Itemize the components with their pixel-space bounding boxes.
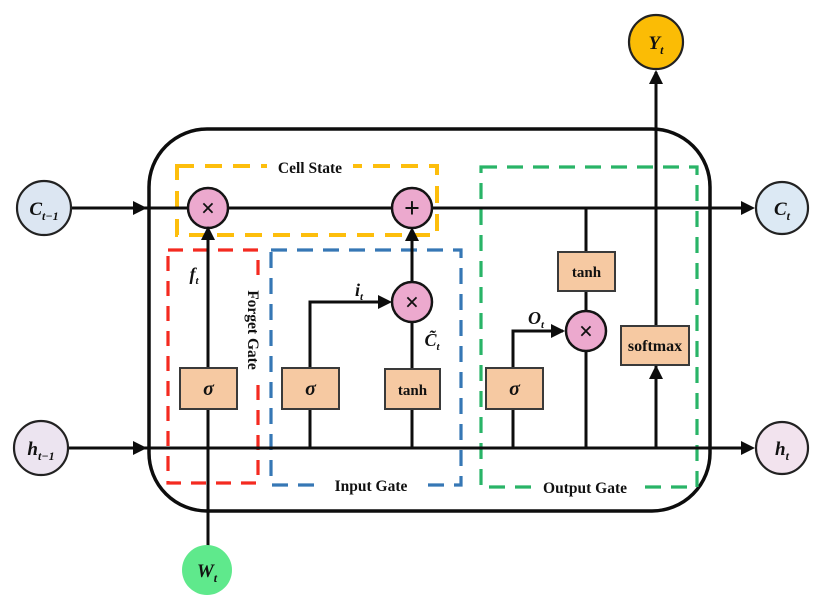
cell-state-label: Cell State xyxy=(278,160,342,177)
signal-ot-sub: t xyxy=(541,319,545,331)
h-next-base: h xyxy=(775,439,786,460)
signal-label-ctilde: C̃t xyxy=(424,330,440,353)
sigma-box-input xyxy=(281,367,340,410)
softmax-label: softmax xyxy=(628,338,682,355)
w-input-label: Wt xyxy=(197,561,218,585)
h-prev-node xyxy=(12,419,70,477)
signal-it-sub: t xyxy=(360,291,364,303)
cell-state-region xyxy=(175,164,439,237)
signal-ft-sub: t xyxy=(195,275,199,287)
c-prev-label: Ct−1 xyxy=(29,199,58,223)
arrow-candidate-add xyxy=(405,227,419,241)
w-input-base: W xyxy=(197,561,215,582)
c-next-sub: t xyxy=(787,209,791,223)
h-prev-label: ht−1 xyxy=(27,439,54,463)
arrow-hidden-in xyxy=(133,441,147,455)
h-prev-sub: t−1 xyxy=(38,449,55,463)
y-output-sub: t xyxy=(660,43,664,57)
h-next-sub: t xyxy=(786,449,790,463)
multiply-node-output xyxy=(564,309,608,353)
multiply-glyph-output: × xyxy=(579,319,593,346)
signal-label-it: it xyxy=(355,280,364,303)
forget-gate-label-mask xyxy=(242,281,264,378)
multiply-glyph-forget: × xyxy=(201,196,215,223)
y-output-base: Y xyxy=(649,33,663,54)
output-gate-region xyxy=(479,165,699,489)
signal-it-base: i xyxy=(355,280,360,300)
signal-ot-base: O xyxy=(528,308,541,328)
c-prev-sub: t−1 xyxy=(42,209,59,223)
c-prev-node xyxy=(15,179,73,237)
h-next-label: ht xyxy=(775,439,790,463)
input-gate-label-mask xyxy=(324,477,418,496)
tanh-box-input xyxy=(384,368,441,410)
sigma-box-output xyxy=(485,367,544,410)
arrow-output-multiply xyxy=(551,324,565,338)
arrow-cell-in xyxy=(133,201,147,215)
c-prev-base: C xyxy=(29,199,42,220)
c-next-label: Ct xyxy=(774,199,791,223)
w-input-node xyxy=(182,545,232,595)
sigma-label-output: σ xyxy=(509,378,521,400)
output-gate-label-mask xyxy=(531,479,639,498)
sigma-label-forget: σ xyxy=(203,378,215,400)
add-glyph-cell: + xyxy=(404,194,420,225)
arrow-input-multiply xyxy=(378,295,392,309)
arrow-into-y xyxy=(649,70,663,84)
signal-ft-base: f xyxy=(189,264,197,284)
signal-label-ot: Ot xyxy=(528,308,545,331)
tanh-label-output: tanh xyxy=(572,265,602,281)
signal-label-ft: ft xyxy=(189,264,199,287)
w-input-sub: t xyxy=(214,571,218,585)
cell-state-label-mask xyxy=(267,159,353,177)
lstm-cell-boundary xyxy=(147,127,712,513)
c-next-base: C xyxy=(774,199,787,220)
sigma-box-forget xyxy=(179,367,238,410)
output-gate-label: Output Gate xyxy=(543,480,627,497)
arrow-forget-multiply xyxy=(201,226,215,240)
arrow-cell-out xyxy=(741,201,755,215)
signal-ctilde-sub: t xyxy=(436,341,440,353)
softmax-box xyxy=(620,325,690,366)
input-gate-label: Input Gate xyxy=(335,478,408,495)
tanh-label-input: tanh xyxy=(398,383,428,399)
forget-gate-label: Forget Gate xyxy=(244,290,261,370)
arrow-into-softmax xyxy=(649,365,663,379)
h-next-node xyxy=(754,420,810,476)
y-output-label: Yt xyxy=(649,33,665,57)
h-prev-base: h xyxy=(27,439,38,460)
c-next-node xyxy=(754,180,810,236)
multiply-glyph-input: × xyxy=(405,290,419,317)
signal-ctilde-base: C̃ xyxy=(424,330,437,350)
arrow-hidden-out xyxy=(741,441,755,455)
sigma-label-input: σ xyxy=(305,378,317,400)
y-output-node xyxy=(627,13,685,71)
tanh-box-output xyxy=(557,251,616,292)
